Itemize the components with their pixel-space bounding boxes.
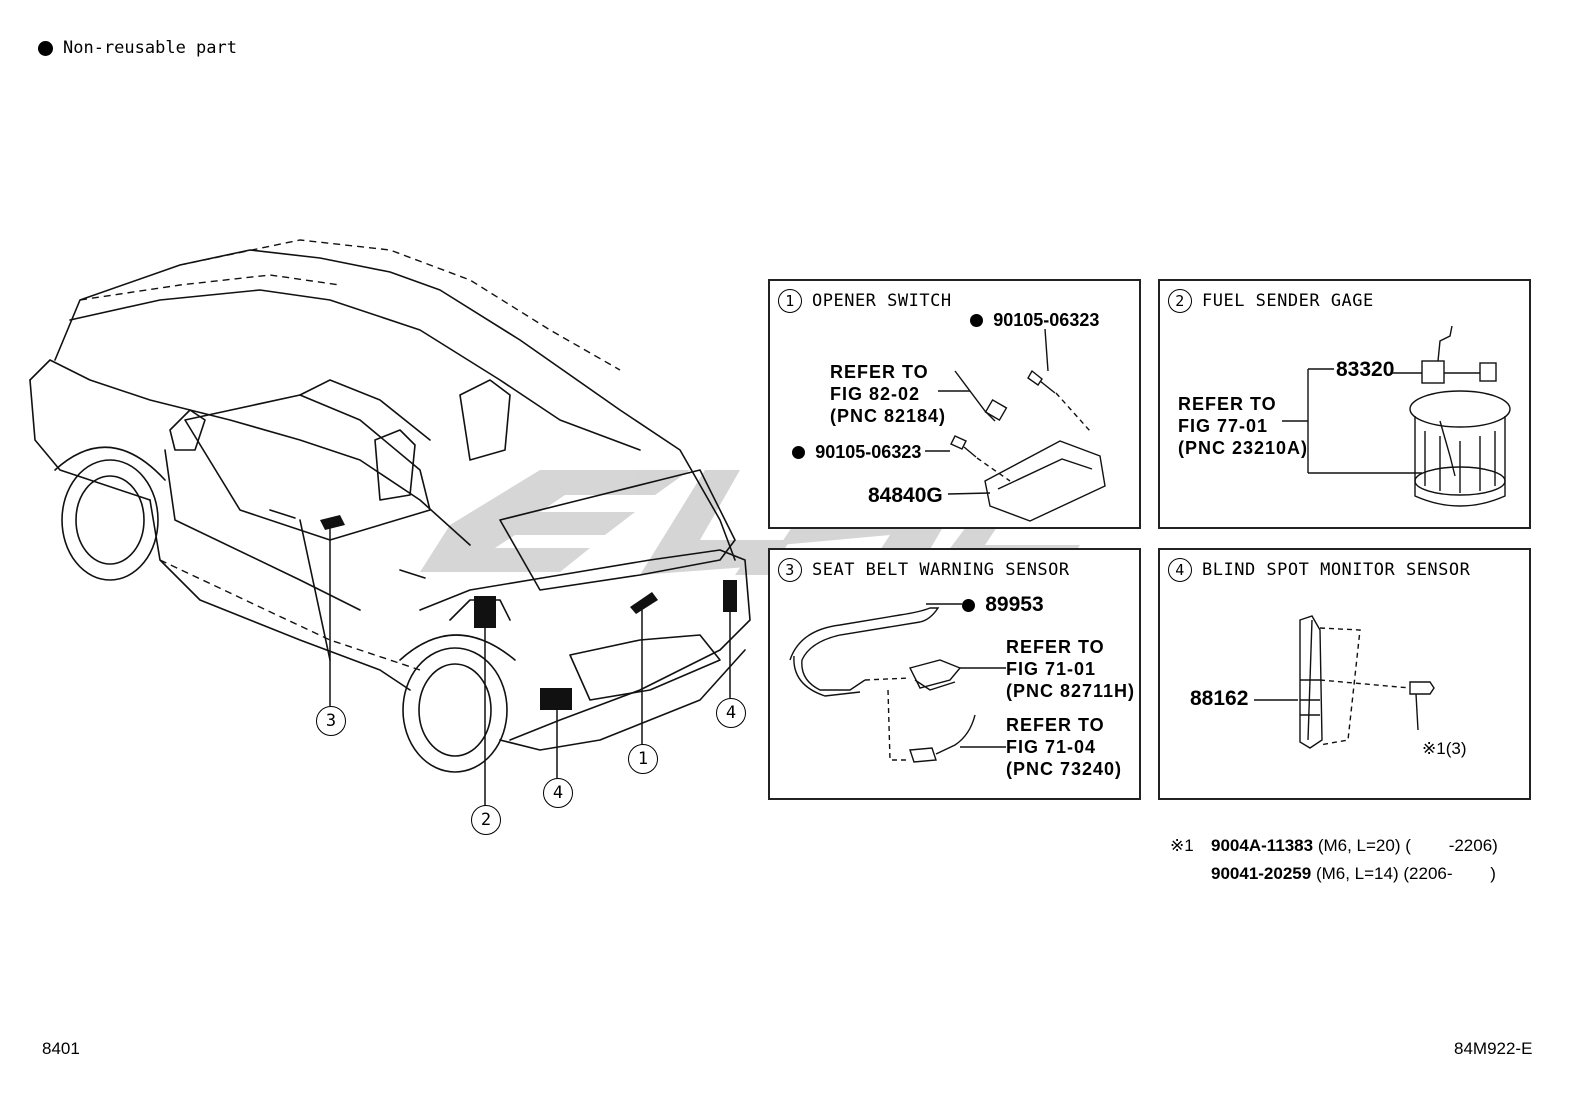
part-number: 89953: [985, 593, 1044, 616]
panel-title: 1 OPENER SWITCH: [778, 289, 952, 313]
callout-4-front: 4: [543, 778, 573, 808]
footnote-part-number: 90041-20259: [1211, 864, 1312, 883]
refer-block: REFER TO FIG 71-04 (PNC 73240): [1006, 714, 1122, 780]
refer-line1: REFER TO: [1178, 394, 1277, 414]
legend-text: Non-reusable part: [63, 38, 237, 58]
panel-number: 1: [778, 289, 802, 313]
refer-line1: REFER TO: [1006, 637, 1105, 657]
footnote-mark: ※1: [1170, 836, 1194, 855]
footnote-range: ( -2206): [1405, 836, 1498, 855]
panel-number: 2: [1168, 289, 1192, 313]
footnote-part-number: 9004A-11383: [1211, 836, 1314, 855]
part-label: 90105-06323: [792, 441, 921, 464]
part-number: 83320: [1336, 358, 1395, 381]
fuel-sender-drawing: [1282, 325, 1511, 507]
panel-title-text: BLIND SPOT MONITOR SENSOR: [1202, 560, 1471, 580]
nonreusable-dot-icon: [38, 40, 53, 56]
callout-3: 3: [316, 706, 346, 736]
part-number: 88162: [1190, 687, 1249, 710]
refer-line3: (PNC 82711H): [1006, 681, 1136, 701]
panel-opener-switch: 1 OPENER SWITCH 90105-06323 REFER TO FIG…: [768, 279, 1141, 529]
panel-title: 4 BLIND SPOT MONITOR SENSOR: [1168, 558, 1470, 582]
panel-fuel-sender-gage: 2 FUEL SENDER GAGE 83320 REFER TO FIG 77…: [1158, 279, 1531, 529]
panel-title: 2 FUEL SENDER GAGE: [1168, 289, 1374, 313]
panel-seat-belt-warning-sensor: 3 SEAT BELT WARNING SENSOR 89953 REFER T…: [768, 548, 1141, 800]
nonreusable-dot-icon: [792, 446, 805, 459]
panel-title-text: SEAT BELT WARNING SENSOR: [812, 560, 1070, 580]
panel-title-text: FUEL SENDER GAGE: [1202, 291, 1374, 311]
refer-line1: REFER TO: [1006, 715, 1105, 735]
seat-belt-sensor-drawing: [789, 603, 1006, 763]
bolt-note: ※1(3): [1422, 739, 1467, 758]
refer-line2: FIG 82-02: [830, 384, 921, 404]
footnote-row: 90041-20259 (M6, L=14) (2206- ): [1211, 860, 1496, 888]
blind-spot-sensor-drawing: [1254, 615, 1435, 749]
panel-number: 4: [1168, 558, 1192, 582]
refer-line3: (PNC 23210A): [1178, 438, 1309, 458]
part-number: 90105-06323: [993, 310, 1100, 330]
legend: Non-reusable part: [38, 38, 237, 58]
footnote: ※1: [1170, 832, 1194, 860]
part-number: 90105-06323: [815, 442, 922, 462]
callout-4-rear: 4: [716, 698, 746, 728]
panel-blind-spot-monitor-sensor: 4 BLIND SPOT MONITOR SENSOR 88162 ※1(3): [1158, 548, 1531, 800]
nonreusable-dot-icon: [970, 314, 983, 327]
part-number: 84840G: [868, 484, 943, 507]
refer-line2: FIG 77-01: [1178, 416, 1269, 436]
footnote-spec: (M6, L=20): [1317, 836, 1401, 855]
refer-line1: REFER TO: [830, 362, 929, 382]
refer-line2: FIG 71-04: [1006, 737, 1097, 757]
footnote-row: 9004A-11383 (M6, L=20) ( -2206): [1211, 832, 1498, 860]
part-label: 90105-06323: [970, 309, 1099, 332]
nonreusable-dot-icon: [962, 599, 975, 612]
part-label: 89953: [962, 594, 1044, 617]
footnote-spec: (M6, L=14): [1315, 864, 1399, 883]
panel-number: 3: [778, 558, 802, 582]
panel-title-text: OPENER SWITCH: [812, 291, 952, 311]
footer-right-code: 84M922-E: [1454, 1039, 1533, 1058]
callout-1: 1: [628, 744, 658, 774]
refer-line2: FIG 71-01: [1006, 659, 1097, 679]
refer-line3: (PNC 82184): [830, 406, 947, 426]
refer-block: REFER TO FIG 82-02 (PNC 82184): [830, 361, 946, 427]
panel-title: 3 SEAT BELT WARNING SENSOR: [778, 558, 1070, 582]
footer-left-code: 8401: [42, 1039, 80, 1058]
callout-2: 2: [471, 805, 501, 835]
opener-switch-drawing: [925, 328, 1106, 522]
refer-block: REFER TO FIG 71-01 (PNC 82711H): [1006, 636, 1135, 702]
refer-block: REFER TO FIG 77-01 (PNC 23210A): [1178, 393, 1308, 459]
footnote-range: (2206- ): [1403, 864, 1496, 883]
refer-line3: (PNC 73240): [1006, 759, 1123, 779]
